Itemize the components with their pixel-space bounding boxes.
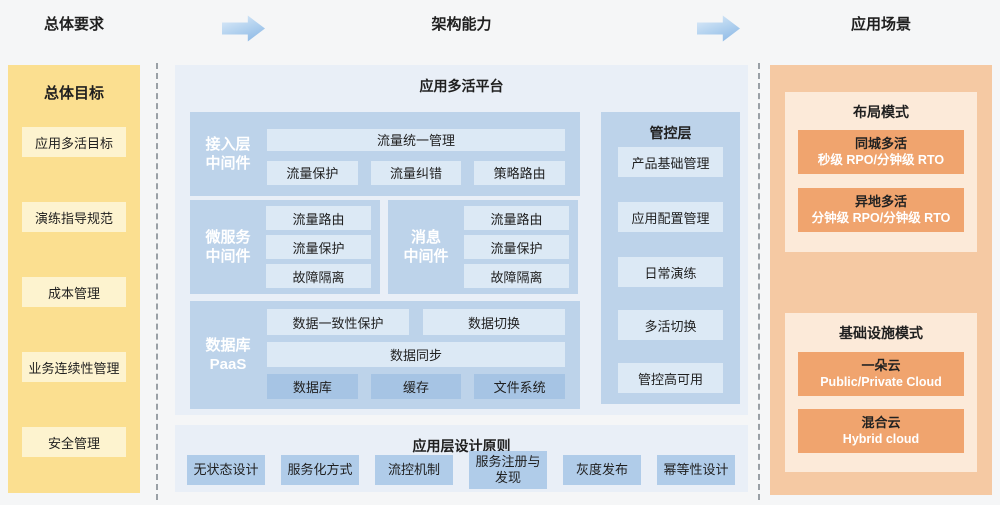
- database-paas-items: 数据一致性保护 数据切换 数据同步 数据库 缓存 文件系统: [266, 301, 580, 409]
- microservice-items: 流量路由 流量保护 故障隔离: [266, 200, 380, 294]
- capability-item: 缓存: [370, 374, 462, 399]
- capability-item: 流量路由: [464, 206, 569, 230]
- infrastructure-mode-title: 基础设施模式: [839, 325, 923, 341]
- capability-item: 流量路由: [266, 206, 371, 230]
- capability-item: 流量统一管理: [267, 129, 565, 151]
- capability-item: 数据一致性保护: [267, 309, 409, 335]
- capability-item: 故障隔离: [464, 264, 569, 288]
- capability-item: 故障隔离: [266, 264, 371, 288]
- capability-item: 数据同步: [267, 342, 565, 367]
- principle-item: 流控机制: [375, 455, 453, 485]
- principle-item: 幂等性设计: [657, 455, 735, 485]
- overall-goals-column: 总体目标 应用多活目标 演练指导规范 成本管理 业务连续性管理 安全管理: [8, 65, 140, 493]
- control-item: 应用配置管理: [618, 202, 723, 232]
- capability-item: 流量保护: [464, 235, 569, 259]
- header-application-scenarios: 应用场景: [850, 16, 911, 33]
- access-layer-items: 流量统一管理 流量保护 流量纠错 策略路由: [266, 112, 580, 196]
- capability-item: 策略路由: [474, 160, 566, 185]
- layout-mode-title: 布局模式: [853, 104, 909, 120]
- overall-goals-title: 总体目标: [43, 85, 104, 102]
- goal-item: 成本管理: [22, 277, 126, 307]
- capability-item: 流量保护: [266, 235, 371, 259]
- access-layer-label: 接入层 中间件: [205, 135, 251, 173]
- microservice-label: 微服务 中间件: [205, 228, 251, 266]
- infrastructure-mode-panel: 基础设施模式 一朵云 Public/Private Cloud 混合云 Hybr…: [785, 313, 977, 472]
- database-paas-section: 数据库 PaaS 数据一致性保护 数据切换 数据同步 数据库 缓存 文件系统: [190, 301, 580, 409]
- goal-item: 业务连续性管理: [22, 352, 126, 382]
- control-item: 多活切换: [618, 310, 723, 340]
- capability-item: 文件系统: [474, 374, 566, 399]
- principle-item: 灰度发布: [563, 455, 641, 485]
- application-scenarios-column: 布局模式 同城多活 秒级 RPO/分钟级 RTO 异地多活 分钟级 RPO/分钟…: [770, 65, 992, 495]
- principle-item: 服务化方式: [281, 455, 359, 485]
- design-principles-title: 应用层设计原则: [412, 438, 511, 454]
- mode-name: 混合云: [861, 414, 901, 430]
- mode-metric: Public/Private Cloud: [820, 375, 942, 390]
- message-middleware-section: 消息 中间件 流量路由 流量保护 故障隔离: [388, 200, 578, 294]
- control-item: 管控高可用: [618, 363, 723, 393]
- same-city-multi-active-box: 同城多活 秒级 RPO/分钟级 RTO: [798, 130, 964, 174]
- message-items: 流量路由 流量保护 故障隔离: [464, 200, 578, 294]
- capability-item: 数据库: [267, 374, 358, 399]
- access-layer-middleware-section: 接入层 中间件 流量统一管理 流量保护 流量纠错 策略路由: [190, 112, 580, 196]
- message-label: 消息 中间件: [403, 228, 449, 266]
- control-layer-section: 管控层 产品基础管理 应用配置管理 日常演练 多活切换 管控高可用: [601, 112, 740, 404]
- design-principles-items: 无状态设计 服务化方式 流控机制 服务注册与发现 灰度发布 幂等性设计: [187, 450, 735, 490]
- principle-item: 无状态设计: [187, 455, 265, 485]
- hybrid-cloud-box: 混合云 Hybrid cloud: [798, 409, 964, 453]
- remote-multi-active-box: 异地多活 分钟级 RPO/分钟级 RTO: [798, 188, 964, 232]
- goal-item: 应用多活目标: [22, 127, 126, 157]
- control-item: 日常演练: [618, 257, 723, 287]
- design-principles-panel: 应用层设计原则 无状态设计 服务化方式 流控机制 服务注册与发现 灰度发布 幂等…: [175, 425, 748, 492]
- header-architecture-capability: 架构能力: [431, 16, 492, 33]
- control-item: 产品基础管理: [618, 147, 723, 177]
- capability-item: 数据切换: [423, 309, 565, 335]
- mode-metric: Hybrid cloud: [842, 432, 920, 447]
- mode-name: 同城多活: [854, 135, 907, 151]
- dashed-separator: [156, 63, 158, 500]
- mode-metric: 分钟级 RPO/分钟级 RTO: [811, 211, 951, 226]
- platform-title: 应用多活平台: [419, 78, 504, 94]
- layout-mode-panel: 布局模式 同城多活 秒级 RPO/分钟级 RTO 异地多活 分钟级 RPO/分钟…: [785, 92, 977, 252]
- database-paas-label: 数据库 PaaS: [205, 336, 251, 374]
- principle-item: 服务注册与发现: [469, 450, 547, 490]
- single-cloud-box: 一朵云 Public/Private Cloud: [798, 352, 964, 396]
- dashed-separator: [758, 63, 760, 500]
- mode-name: 异地多活: [854, 193, 907, 209]
- control-layer-title: 管控层: [649, 125, 692, 141]
- header-overall-requirements: 总体要求: [43, 16, 104, 33]
- capability-item: 流量纠错: [370, 160, 462, 185]
- microservice-middleware-section: 微服务 中间件 流量路由 流量保护 故障隔离: [190, 200, 380, 294]
- mode-name: 一朵云: [861, 357, 901, 373]
- multi-active-platform-panel: 应用多活平台 接入层 中间件 流量统一管理 流量保护 流量纠错 策略路由 微服务…: [175, 65, 748, 415]
- goal-item: 演练指导规范: [22, 202, 126, 232]
- goal-item: 安全管理: [22, 427, 126, 457]
- capability-item: 流量保护: [267, 160, 358, 185]
- mode-metric: 秒级 RPO/分钟级 RTO: [817, 153, 945, 168]
